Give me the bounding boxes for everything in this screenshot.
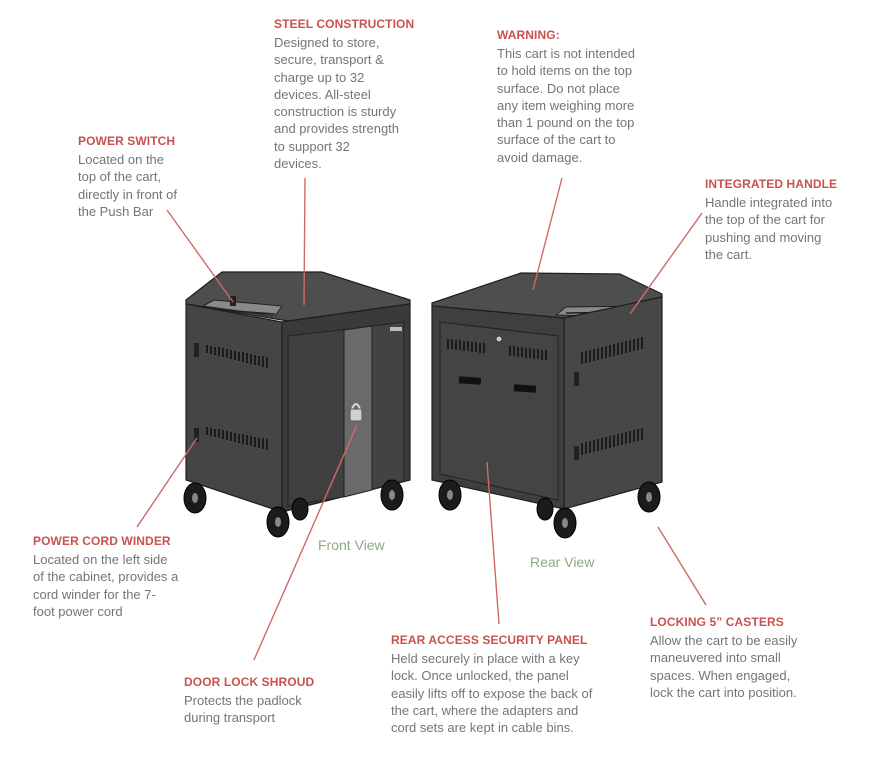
body-line: the cart. (705, 246, 752, 262)
body-line: Handle integrated into (705, 195, 833, 210)
leader-rear-access-panel (486, 461, 500, 625)
leader-power-cord-winder (136, 437, 198, 528)
body-line: Allow the cart to be easily (650, 633, 798, 648)
body-line: during transport (184, 710, 276, 726)
body-line: top of the cart, (78, 169, 162, 185)
body-line: cord sets are kept in cable bins. (391, 720, 574, 736)
callout-title: WARNING: (497, 28, 560, 42)
body-line: pushing and moving (705, 229, 822, 245)
body-line: of the cabinet, provides a (33, 569, 179, 585)
body-line: cord winder for the 7- (33, 586, 156, 602)
body-line: construction is sturdy (274, 104, 397, 120)
callout-title: STEEL CONSTRUCTION (274, 17, 415, 31)
callout-title: POWER SWITCH (78, 134, 176, 148)
callout-rear-access-security-panel: REAR ACCESS SECURITY PANEL Held securely… (391, 633, 631, 736)
leader-power-switch (166, 209, 234, 303)
callout-title: REAR ACCESS SECURITY PANEL (391, 633, 588, 647)
callout-steel-construction: STEEL CONSTRUCTION Designed to store, se… (274, 17, 434, 172)
body-line: devices. (274, 156, 322, 172)
callout-title: INTEGRATED HANDLE (705, 177, 838, 191)
body-line: easily lifts off to expose the back of (391, 685, 593, 701)
body-line: charge up to 32 (274, 69, 365, 85)
body-line: Located on the left side (33, 552, 168, 567)
leader-lines (136, 177, 707, 661)
body-line: avoid damage. (497, 149, 583, 165)
front-cart (183, 271, 411, 538)
rear-cart (431, 272, 663, 539)
body-line: surface. Do not place (497, 80, 620, 96)
callout-body: Located on the left side of the cabinet,… (33, 551, 208, 620)
body-line: lock the cart into position. (650, 684, 797, 700)
body-line: Designed to store, (274, 35, 380, 50)
body-line: directly in front of (78, 186, 177, 202)
callout-integrated-handle: INTEGRATED HANDLE Handle integrated into… (705, 177, 865, 263)
callout-body: This cart is not intended to hold items … (497, 45, 672, 166)
body-line: surface of the cart to (497, 132, 616, 148)
body-line: spaces. When engaged, (650, 667, 791, 683)
body-line: foot power cord (33, 603, 123, 619)
body-line: any item weighing more (497, 97, 635, 113)
body-line: devices. All-steel (274, 86, 371, 102)
callout-body: Held securely in place with a key lock. … (391, 650, 631, 736)
callout-body: Designed to store, secure, transport & c… (274, 34, 434, 172)
body-line: the Push Bar (78, 203, 154, 219)
body-line: Protects the padlock (184, 693, 302, 708)
body-line: the cart, where the adapters and (391, 702, 579, 718)
callout-warning: WARNING: This cart is not intended to ho… (497, 28, 672, 166)
front-view-label: Front View (318, 537, 385, 553)
body-line: maneuvered into small (650, 650, 781, 666)
callout-body: Allow the cart to be easily maneuvered i… (650, 632, 850, 701)
leader-locking-casters (657, 526, 707, 606)
callout-body: Located on the top of the cart, directly… (78, 151, 208, 220)
leader-warning (532, 177, 563, 291)
body-line: to support 32 (274, 138, 350, 154)
callout-title: DOOR LOCK SHROUD (184, 675, 315, 689)
body-line: This cart is not intended (497, 46, 636, 61)
leader-door-lock-shroud (253, 424, 358, 661)
body-line: lock. Once unlocked, the panel (391, 668, 569, 684)
body-line: Held securely in place with a key (391, 651, 580, 666)
leader-integrated-handle (629, 212, 703, 315)
callout-power-cord-winder: POWER CORD WINDER Located on the left si… (33, 534, 208, 620)
callout-power-switch: POWER SWITCH Located on the top of the c… (78, 134, 208, 220)
body-line: than 1 pound on the top (497, 115, 635, 131)
callout-door-lock-shroud: DOOR LOCK SHROUD Protects the padlock du… (184, 675, 334, 727)
rear-view-label: Rear View (530, 554, 595, 570)
body-line: secure, transport & (274, 52, 384, 68)
body-line: Located on the (78, 152, 165, 167)
leader-steel-construction (303, 177, 306, 306)
callout-body: Protects the padlock during transport (184, 692, 334, 727)
callout-body: Handle integrated into the top of the ca… (705, 194, 865, 263)
body-line: the top of the cart for (705, 212, 825, 228)
callout-locking-casters: LOCKING 5” CASTERS Allow the cart to be … (650, 615, 850, 701)
callout-title: POWER CORD WINDER (33, 534, 171, 548)
body-line: and provides strength (274, 121, 400, 137)
callout-title: LOCKING 5” CASTERS (650, 615, 784, 629)
body-line: to hold items on the top (497, 63, 633, 79)
